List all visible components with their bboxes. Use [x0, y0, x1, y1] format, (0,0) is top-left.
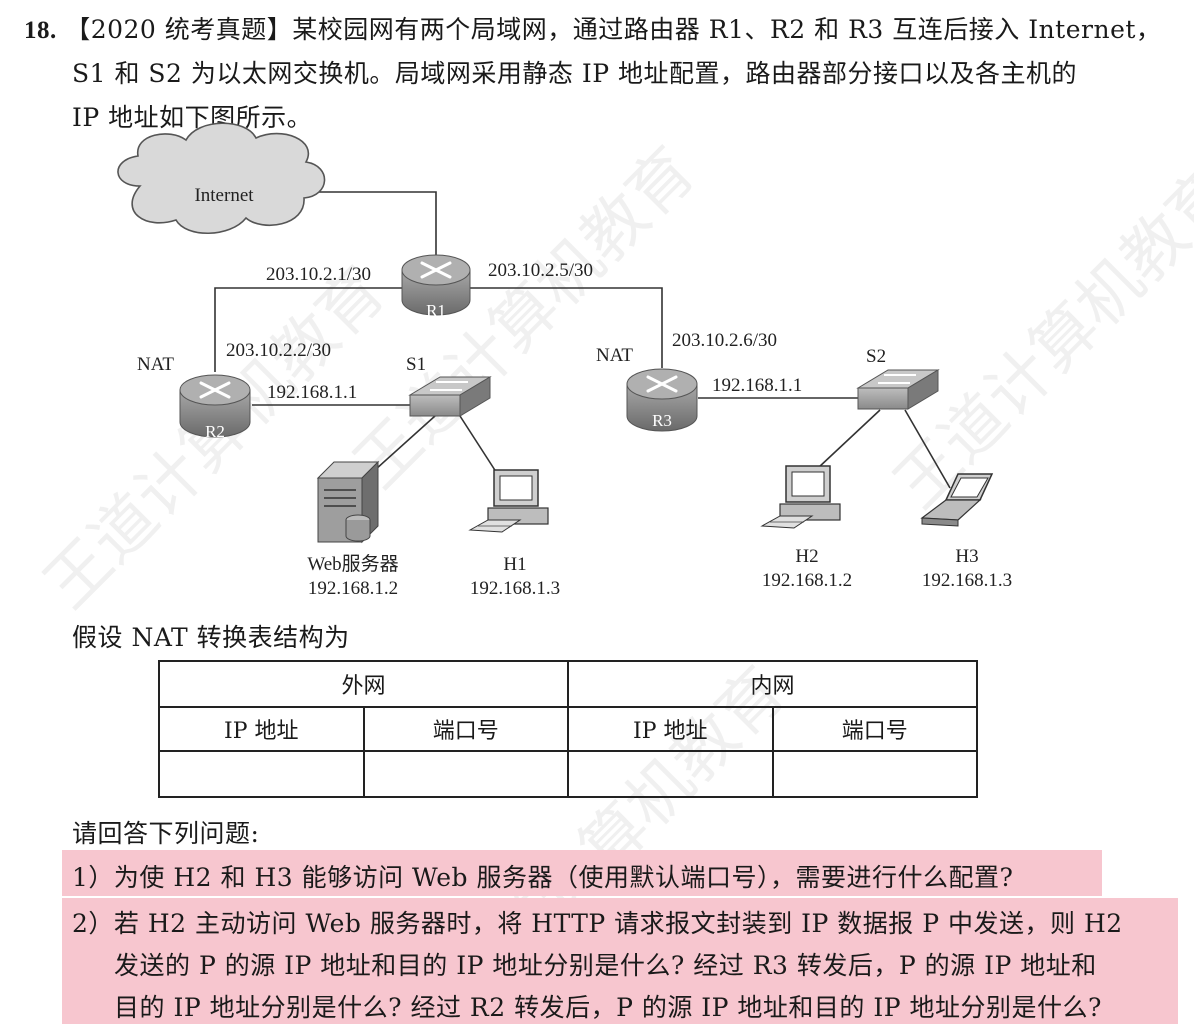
link-s2-h3: [904, 409, 951, 489]
nat-col-inner-ip: IP 地址: [567, 706, 774, 752]
link-s1-web: [374, 415, 436, 471]
link-internet-r1: [300, 191, 437, 255]
router-r1-label: R1: [426, 301, 446, 320]
h2-name: H2: [795, 546, 818, 567]
router-r3-icon: [626, 368, 698, 432]
link-r1-r3: [470, 287, 663, 368]
nat-outer-header: 外网: [158, 660, 569, 708]
r3-wan-ip: 203.10.2.6/30: [672, 330, 777, 351]
web-server-icon: [316, 460, 380, 544]
nat-intro: 假设 NAT 转换表结构为: [72, 623, 350, 652]
question-text-1: 【2020 统考真题】某校园网有两个局域网，通过路由器 R1、R2 和 R3 互…: [65, 15, 1162, 44]
question-number: 18.: [24, 17, 57, 44]
switch-s1-icon: [408, 376, 492, 417]
switch-s2-icon: [856, 369, 940, 410]
h2-ip: 192.168.1.2: [762, 570, 852, 591]
router-r2-label: R2: [205, 422, 225, 441]
h1-name: H1: [503, 554, 526, 575]
link-r1-r2: [214, 287, 402, 372]
nat-cell-empty: [158, 750, 365, 798]
question-2-line-3: 目的 IP 地址分别是什么? 经过 R2 转发后，P 的源 IP 地址和目的 I…: [114, 993, 1102, 1022]
switch-s1-label: S1: [406, 354, 426, 375]
nat-col-inner-port: 端口号: [771, 706, 978, 752]
nat-label-r3: NAT: [596, 345, 633, 366]
router-r3-label: R3: [652, 411, 672, 430]
link-s2-h2: [817, 409, 881, 469]
question-line-3: IP 地址如下图所示。: [72, 103, 313, 132]
nat-table: 外网 内网 IP 地址 端口号 IP 地址 端口号: [158, 660, 978, 798]
nat-inner-header: 内网: [567, 660, 978, 708]
network-diagram: Internet R1 R2 R3: [117, 122, 1012, 599]
r1-right-ip: 203.10.2.5/30: [488, 260, 593, 281]
r2-wan-ip: 203.10.2.2/30: [226, 340, 331, 361]
h2-computer-icon: [760, 465, 841, 529]
router-r1-icon: [401, 254, 471, 316]
question-line-1: 18. 【2020 统考真题】某校园网有两个局域网，通过路由器 R1、R2 和 …: [24, 10, 1161, 46]
answer-prompt: 请回答下列问题:: [72, 819, 260, 848]
r3-lan-ip: 192.168.1.1: [712, 375, 802, 396]
link-s1-h1: [459, 415, 501, 479]
nat-col-outer-ip: IP 地址: [158, 706, 365, 752]
highlight-q2: [62, 898, 1178, 1024]
nat-cell-empty: [362, 750, 569, 798]
h3-laptop-icon: [920, 473, 994, 527]
h3-ip: 192.168.1.3: [922, 570, 1012, 591]
r1-left-ip: 203.10.2.1/30: [266, 264, 371, 285]
nat-cell-empty: [771, 750, 978, 798]
nat-cell-empty: [567, 750, 774, 798]
question-1: 1）为使 H2 和 H3 能够访问 Web 服务器（使用默认端口号），需要进行什…: [72, 863, 1014, 892]
highlight-q1: [62, 850, 1102, 896]
nat-col-outer-port: 端口号: [362, 706, 569, 752]
h3-name: H3: [955, 546, 978, 567]
h1-computer-icon: [468, 469, 549, 533]
internet-label: Internet: [194, 185, 254, 206]
h1-ip: 192.168.1.3: [470, 578, 560, 599]
switch-s2-label: S2: [866, 346, 886, 367]
router-r2-icon: [179, 374, 251, 438]
question-line-2: S1 和 S2 为以太网交换机。局域网采用静态 IP 地址配置，路由器部分接口以…: [72, 59, 1077, 88]
question-2-line-2: 发送的 P 的源 IP 地址和目的 IP 地址分别是什么? 经过 R3 转发后，…: [114, 951, 1097, 980]
nat-label-r2: NAT: [137, 354, 174, 375]
r2-lan-ip: 192.168.1.1: [267, 382, 357, 403]
question-2-line-1: 2）若 H2 主动访问 Web 服务器时，将 HTTP 请求报文封装到 IP 数…: [72, 909, 1123, 938]
links: [214, 191, 951, 489]
internet-cloud-icon: [117, 122, 326, 235]
web-server-ip: 192.168.1.2: [308, 578, 398, 599]
web-server-name: Web服务器: [307, 553, 398, 575]
